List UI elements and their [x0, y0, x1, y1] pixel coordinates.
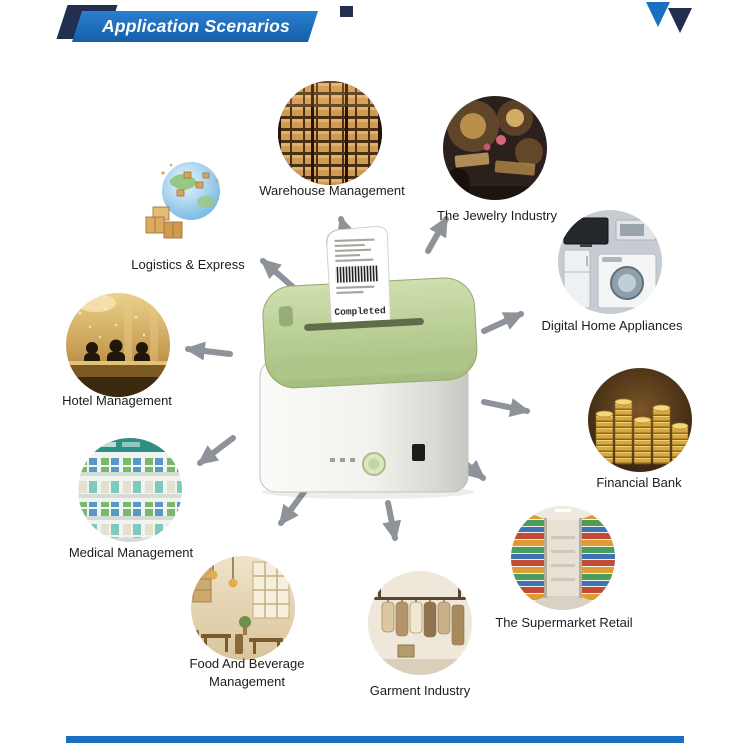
arrow-to-financial — [481, 398, 531, 417]
financial-photo — [588, 368, 692, 472]
printer-receipt: Completed — [326, 225, 392, 326]
logistics-photo — [133, 151, 237, 255]
scenario-label-financial: Financial Bank — [596, 475, 682, 490]
medical-photo — [78, 438, 182, 542]
receipt-status-text: Completed — [334, 305, 386, 318]
scenario-image-warehouse — [278, 81, 382, 185]
scenario-image-digital-home — [558, 210, 662, 314]
scenario-image-jewelry — [443, 96, 547, 200]
corner-decoration-icon — [646, 2, 692, 33]
scenario-label-medical: Medical Management — [68, 545, 194, 560]
bottom-divider — [66, 736, 684, 743]
hotel-photo — [66, 293, 170, 397]
page-title: Application Scenarios — [102, 16, 290, 36]
printer-controls — [330, 444, 425, 476]
digital-home-photo — [558, 210, 662, 314]
receipt-barcode — [335, 265, 379, 284]
scenario-image-garment — [368, 571, 472, 675]
arrow-to-medical — [197, 435, 236, 466]
power-button-icon — [362, 452, 386, 476]
arrow-to-logistics — [260, 258, 296, 290]
receipt-printer-image: Completed — [259, 225, 478, 499]
paper-slot — [304, 318, 424, 331]
scenario-image-supermarket — [511, 506, 615, 610]
garment-photo — [368, 571, 472, 675]
banner-accent-square — [340, 6, 353, 17]
scenario-label-jewelry: The Jewelry Industry — [437, 208, 557, 223]
scenario-label-food: Food And Beverage Management — [189, 656, 305, 690]
supermarket-photo — [511, 506, 615, 610]
scenario-image-medical — [78, 438, 182, 542]
arrow-to-warehouse — [337, 215, 356, 256]
arrow-to-hotel — [184, 341, 233, 361]
arrow-to-jewelry — [425, 215, 449, 254]
printer-lid — [262, 277, 478, 389]
arrow-to-food — [278, 489, 307, 526]
arrow-to-garment — [382, 500, 402, 542]
scenario-image-financial — [588, 368, 692, 472]
scenario-label-garment: Garment Industry — [369, 683, 471, 698]
food-photo — [191, 556, 295, 660]
power-switch-icon — [412, 444, 425, 461]
scenario-label-warehouse: Warehouse Management — [259, 183, 405, 198]
scenario-label-supermarket: The Supermarket Retail — [495, 615, 633, 630]
warehouse-photo — [278, 81, 382, 185]
scenario-image-hotel — [66, 293, 170, 397]
scenario-label-logistics: Logistics & Express — [131, 257, 245, 272]
arrow-to-digital-home — [481, 311, 525, 334]
scenario-image-food — [191, 556, 295, 660]
scenario-label-hotel: Hotel Management — [62, 393, 172, 408]
scenario-image-logistics — [133, 151, 237, 255]
arrow-to-supermarket — [449, 449, 486, 481]
scenario-label-digital-home: Digital Home Appliances — [541, 318, 683, 333]
jewelry-photo — [443, 96, 547, 200]
